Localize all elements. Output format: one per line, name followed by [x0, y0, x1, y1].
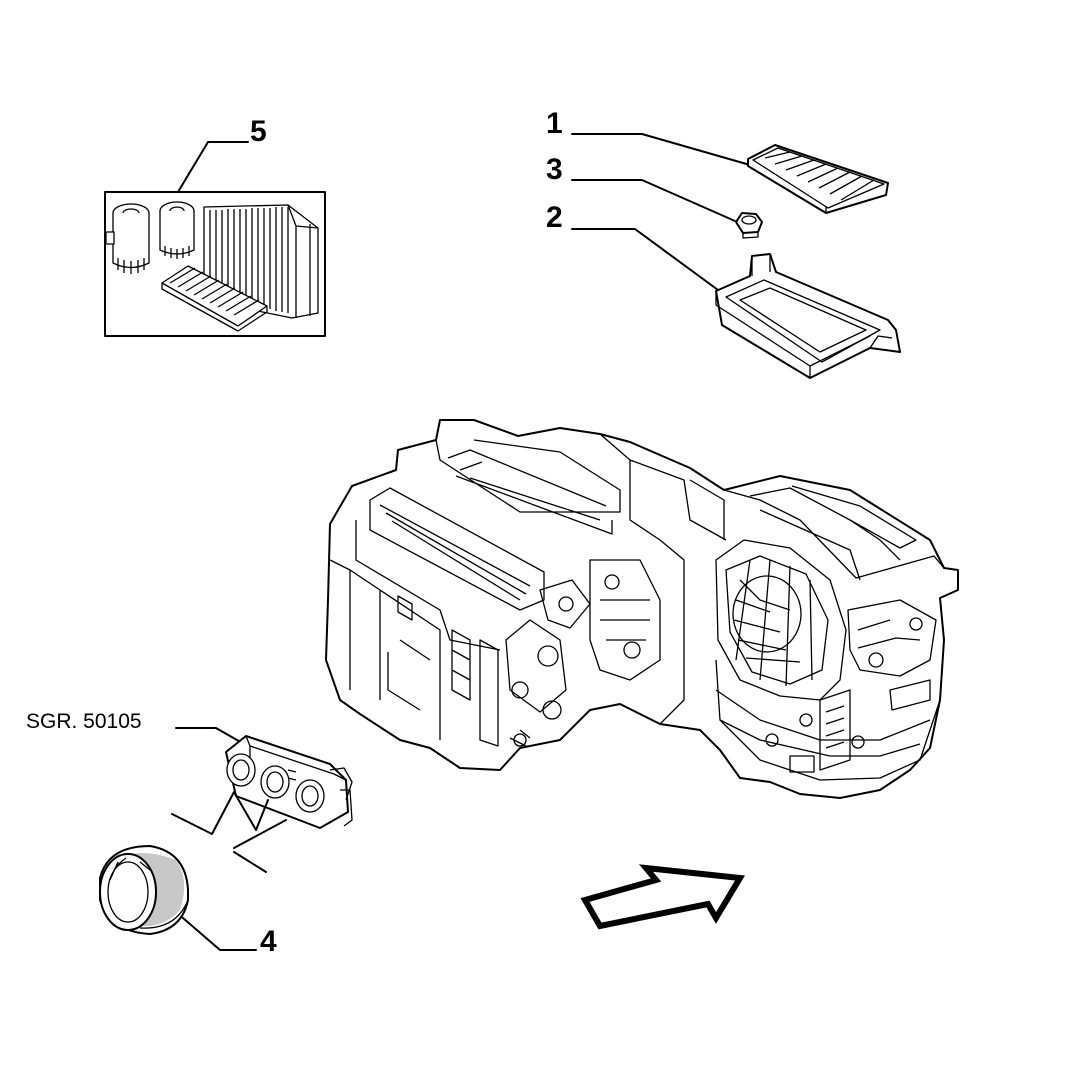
callout-3: 3 [546, 153, 563, 186]
callout-2: 2 [546, 201, 563, 234]
climate-control-panel [171, 727, 353, 873]
callout-4: 4 [260, 925, 277, 958]
cabin-filter-icon [161, 265, 268, 332]
part-5-filter-kit [104, 141, 326, 337]
oil-filter-icon [159, 201, 195, 259]
part-4-knob-ring [99, 845, 257, 951]
part-1-cabin-filter [571, 133, 889, 214]
oil-filter-icon [105, 203, 150, 274]
callout-5: 5 [250, 115, 267, 148]
part-2-filter-housing [571, 228, 901, 379]
part-3-nut [571, 179, 763, 239]
direction-arrow-icon [580, 864, 745, 930]
callout-1: 1 [546, 107, 563, 140]
reference-sgr-50105: SGR. 50105 [26, 710, 142, 733]
hvac-heater-unit [325, 419, 959, 799]
